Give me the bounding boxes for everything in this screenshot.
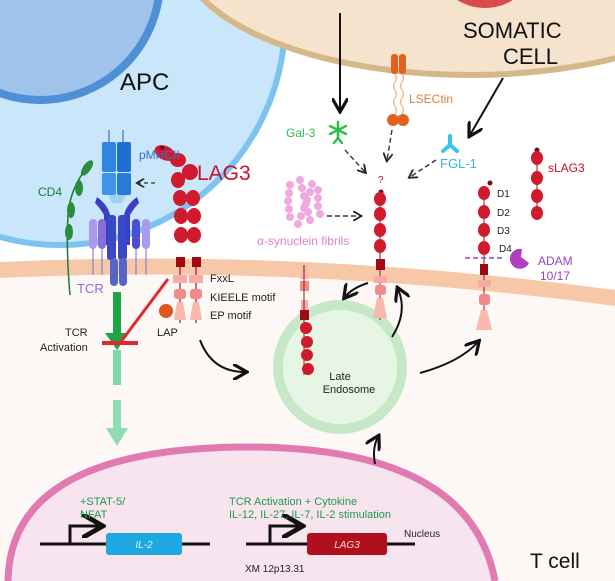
motif-ep: EP motif [210, 310, 252, 322]
domain-d1: D1 [497, 189, 510, 200]
locus-label: XM 12p13.31 [245, 564, 305, 575]
il2-tf-label-2: NFAT [80, 509, 108, 521]
adam-label-2: 10/17 [540, 269, 570, 283]
lag3-dimer [154, 145, 203, 323]
cd4-label: CD4 [38, 185, 62, 199]
motif-kieele: KIEELE motif [210, 292, 276, 304]
apc-label: APC [120, 69, 169, 96]
il2-tf-label-1: +STAT-5/ [80, 496, 126, 508]
domain-d4: D4 [499, 244, 512, 255]
tcr-complex [89, 197, 150, 286]
pmhcii-label: pMHCII [139, 148, 180, 162]
lag3-stim-label-2: IL-12, IL-27, IL-7, IL-2 stimulation [229, 509, 391, 521]
lsectin-molecule [387, 54, 409, 126]
slag3-label: sLAG3 [548, 161, 585, 175]
domain-d3: D3 [497, 226, 510, 237]
cd4-molecule [65, 160, 94, 296]
nucleus-label: Nucleus [404, 529, 440, 540]
endocytosis-arrow [199, 339, 245, 372]
synuclein-label: α-synuclein fibrils [257, 234, 349, 248]
lap-molecule [159, 304, 173, 318]
tcr-label: TCR [77, 281, 104, 296]
surface-lag3-center [373, 189, 387, 320]
somatic-label-2: CELL [503, 44, 558, 69]
fgl1-molecule [441, 134, 459, 153]
pmhcii-molecule [102, 130, 131, 203]
endosome-label-1: Late [329, 371, 350, 383]
lag3-stim-label-1: TCR Activation + Cytokine [229, 496, 357, 508]
tcell-label: T cell [530, 550, 580, 573]
surface-lag3-right [476, 180, 493, 330]
il2-gene-label: IL-2 [135, 540, 153, 551]
lap-label: LAP [157, 327, 178, 339]
endosome-lag3 [300, 265, 314, 375]
endosome-label-2: Endosome [323, 384, 376, 396]
lsectin-label: LSECtin [409, 92, 453, 106]
lag3-gene [246, 526, 415, 555]
slag3-molecule [531, 147, 543, 220]
gal3-label: Gal-3 [286, 126, 316, 140]
adam-protease [509, 248, 529, 269]
il2-gene [40, 526, 210, 555]
tcr-activation-label-2: Activation [40, 342, 88, 354]
fgl1-label: FGL-1 [440, 156, 477, 171]
late-endosome [273, 300, 407, 434]
gal3-molecule [328, 120, 348, 145]
apc-cell [0, 0, 288, 248]
lag3-gene-label: LAG3 [334, 540, 360, 551]
adam-label-1: ADAM [538, 254, 573, 268]
synuclein-fibrils [284, 176, 324, 228]
tcr-activation-label-1: TCR [65, 327, 88, 339]
somatic-cell [200, 0, 615, 78]
lag3-inhibition-line [118, 278, 170, 344]
unknown-ligand-label: ? [378, 175, 384, 186]
lag3-label: LAG3 [197, 162, 251, 185]
domain-d2: D2 [497, 208, 510, 219]
t-cell-membrane [0, 258, 615, 306]
somatic-label-1: SOMATIC [463, 18, 562, 43]
motif-fxxl: FxxL [210, 273, 234, 285]
